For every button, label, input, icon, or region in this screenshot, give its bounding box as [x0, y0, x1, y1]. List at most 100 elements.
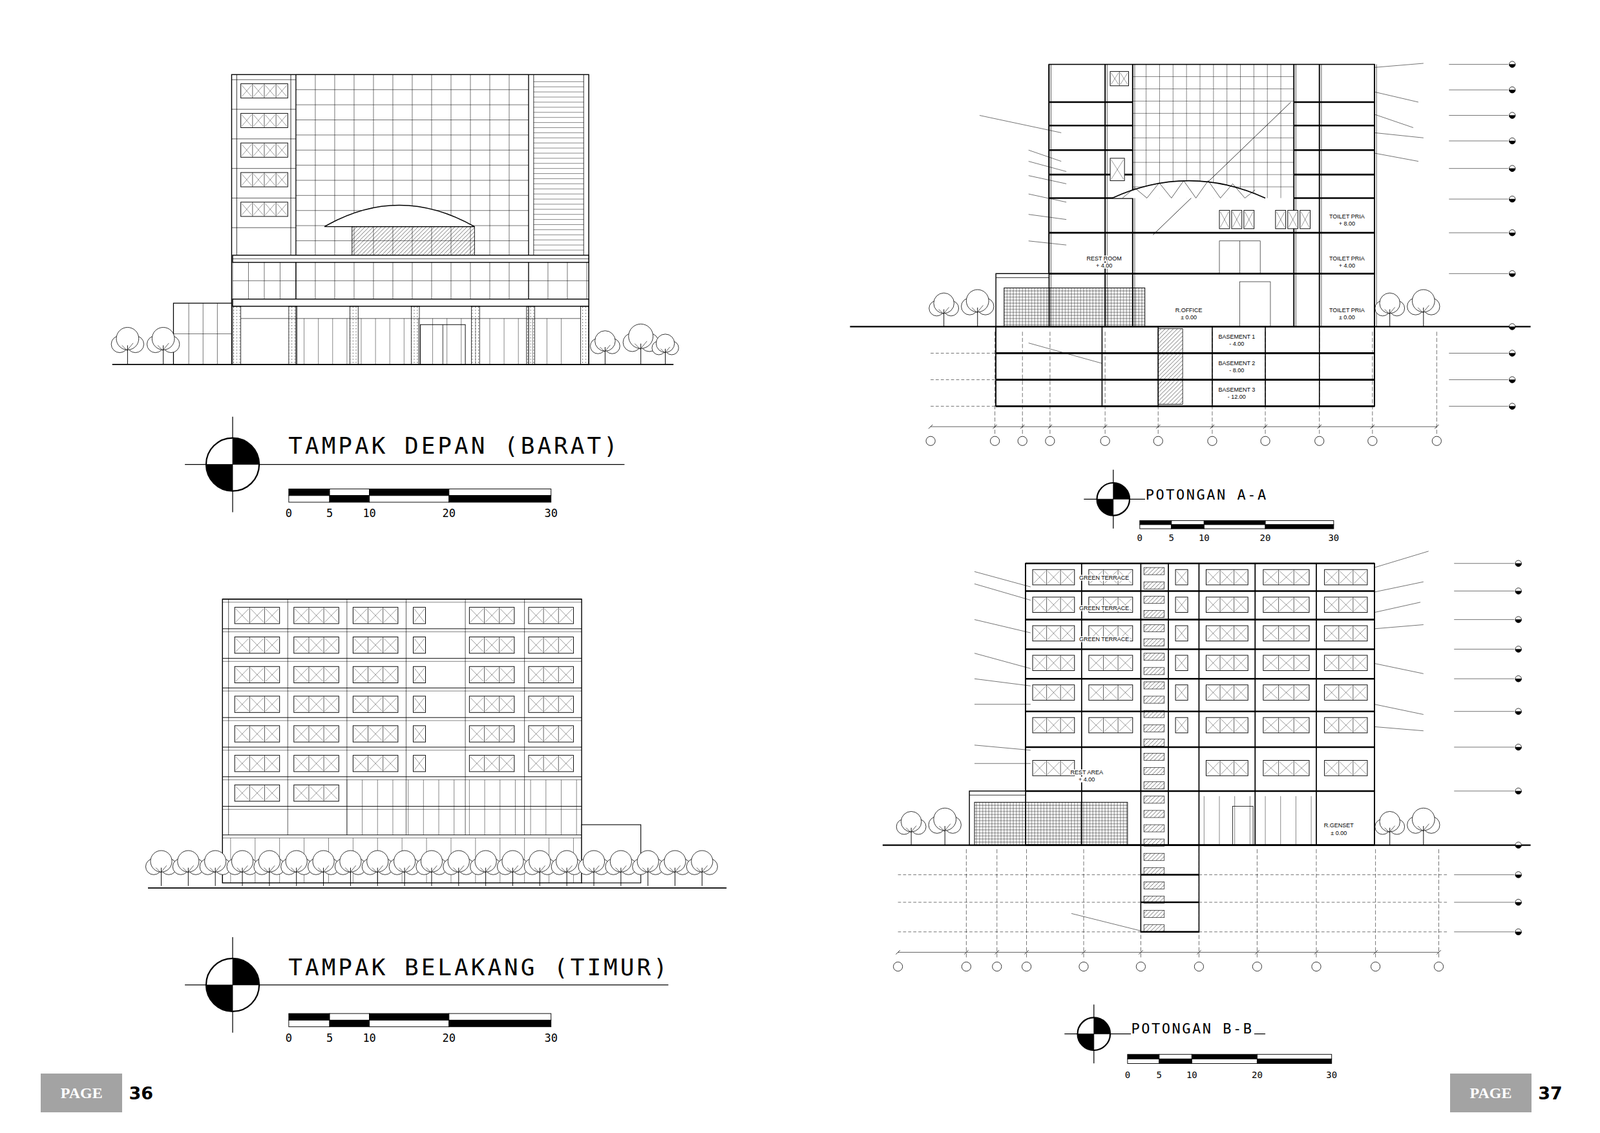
window-pane — [544, 638, 558, 653]
grid-axis — [1211, 331, 1213, 435]
window-pane — [368, 608, 382, 623]
window-mullion — [264, 755, 265, 772]
window-frame — [1324, 760, 1368, 777]
window-pane — [1294, 686, 1309, 699]
level-line — [1198, 931, 1449, 932]
window-pane — [1325, 598, 1338, 611]
window-pane — [235, 668, 249, 682]
window-frame — [469, 666, 514, 683]
window-mullion — [264, 695, 265, 713]
window-frame — [528, 666, 574, 683]
level-line — [1198, 902, 1449, 903]
window-pane — [1047, 626, 1060, 640]
grid-bubble — [1207, 436, 1217, 446]
floor-band — [222, 746, 582, 748]
window-frame — [1205, 684, 1248, 701]
scale-bar — [1127, 1053, 1332, 1064]
floor-band — [222, 657, 582, 659]
window-mullion — [484, 725, 485, 742]
louver-line — [533, 219, 584, 220]
scale-number: 0 — [1124, 1070, 1131, 1080]
window-mullion — [264, 725, 265, 742]
drawing-line — [232, 258, 589, 260]
window-frame — [528, 636, 574, 653]
scale-segment — [449, 495, 552, 503]
window-pane — [368, 697, 382, 711]
curtain-wall-mullion — [1267, 64, 1268, 199]
glass-wall — [1240, 281, 1271, 327]
tree-branch — [701, 865, 707, 872]
window-pane — [235, 726, 249, 741]
window-pane — [253, 173, 264, 185]
window-pane — [414, 638, 425, 653]
window-pane — [1047, 719, 1060, 732]
window-pane — [1263, 626, 1278, 640]
window-mullion — [1352, 760, 1354, 777]
tree-symbol — [605, 850, 637, 886]
window-frame — [1175, 655, 1188, 671]
window-pane — [368, 726, 382, 741]
window-frame — [234, 666, 280, 683]
stair-flight — [1143, 695, 1165, 704]
window-mullion — [264, 666, 265, 683]
screen-panel — [1004, 287, 1146, 327]
glass-mullion — [453, 779, 455, 835]
louver-line — [533, 249, 584, 251]
window-mullion — [323, 755, 325, 772]
stair-flight — [1143, 681, 1165, 689]
window-pane — [1033, 761, 1046, 775]
level-marker-fill — [1515, 902, 1522, 906]
louver-line — [533, 147, 584, 149]
window-pane — [1047, 686, 1060, 699]
level-line — [898, 874, 1142, 875]
window-pane — [1288, 211, 1297, 228]
scale-number: 0 — [1136, 533, 1144, 543]
dimension-tick — [1263, 424, 1268, 429]
window-mullion — [1046, 625, 1047, 642]
grid-axis — [1083, 849, 1084, 960]
window-pane — [485, 608, 499, 623]
curtain-wall-mullion — [1253, 64, 1255, 199]
glass-mullion — [392, 779, 393, 835]
louver-line — [533, 244, 584, 246]
window-pane — [485, 638, 499, 653]
tree-trunk — [485, 867, 486, 886]
page-tab: PAGE37 — [1450, 1073, 1532, 1113]
window-pane — [414, 726, 425, 741]
louver-line — [533, 122, 584, 123]
tree-symbol — [172, 850, 204, 886]
window-pane — [1221, 598, 1233, 611]
window-frame — [1175, 625, 1188, 642]
window-frame — [413, 725, 426, 742]
louver-line — [533, 142, 584, 144]
level-marker-fill — [1515, 648, 1522, 653]
curtain-wall-transom — [1132, 113, 1294, 114]
window-pane — [310, 756, 324, 771]
grid-axis — [1316, 849, 1317, 960]
scale-segment — [449, 488, 552, 495]
window-frame — [528, 695, 574, 713]
drawing-line — [533, 74, 534, 255]
window-pane — [1176, 571, 1188, 584]
window-pane — [529, 756, 543, 771]
window-frame — [352, 666, 398, 683]
window-mullion — [1046, 597, 1047, 613]
window-frame — [241, 202, 289, 217]
window-mullion — [498, 755, 500, 772]
curtain-wall-transom — [295, 164, 529, 166]
window-pane — [368, 668, 382, 682]
window-frame — [469, 725, 514, 742]
tree-branch — [345, 867, 351, 874]
window-pane — [253, 173, 264, 185]
window-pane — [544, 697, 558, 711]
window-pane — [559, 697, 573, 711]
window-pane — [383, 697, 397, 711]
window-mullion — [1293, 684, 1295, 701]
window-pane — [1033, 686, 1046, 699]
window-pane — [265, 85, 276, 97]
stair-flight — [1143, 824, 1165, 832]
view-title: POTONGAN A-A — [1145, 487, 1269, 503]
tree-symbol — [1407, 807, 1440, 845]
window-mullion — [249, 666, 251, 683]
